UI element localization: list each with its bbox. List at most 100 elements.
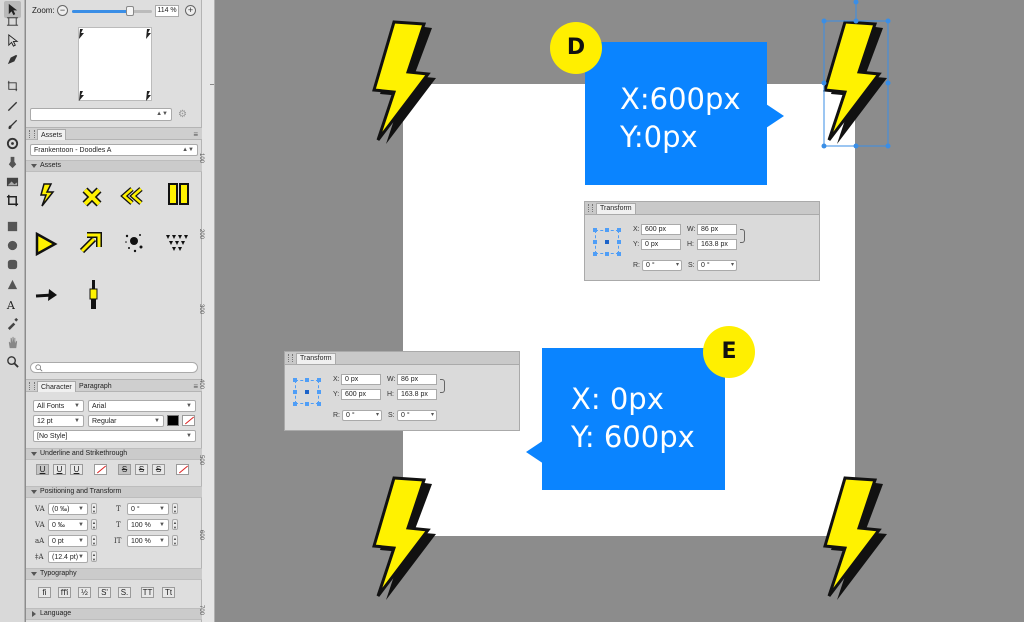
anchor-selector[interactable] bbox=[593, 228, 621, 256]
document-canvas[interactable]: X:600px Y:0px D X: 0px Y: 600px E Transf… bbox=[215, 0, 1024, 622]
positioning-section-header[interactable]: Positioning and Transform bbox=[26, 486, 202, 498]
strike-double-button[interactable]: S bbox=[135, 464, 148, 475]
crop-tool-icon[interactable] bbox=[4, 192, 21, 209]
baseline-stepper[interactable]: ▲▼ bbox=[91, 535, 97, 546]
asset-library-select[interactable]: Frankentoon - Doodles A▲▼ bbox=[30, 144, 198, 156]
eyedropper-tool-icon[interactable] bbox=[4, 315, 21, 332]
x-field[interactable]: 0 px bbox=[341, 374, 381, 385]
tab-paragraph[interactable]: Paragraph bbox=[79, 383, 112, 390]
horizontal-scale-field[interactable]: 100 %▼ bbox=[127, 519, 169, 531]
underline-custom-button[interactable]: U bbox=[70, 464, 83, 475]
tracking-stepper[interactable]: ▲▼ bbox=[91, 503, 97, 514]
zoom-out-button[interactable]: − bbox=[57, 5, 68, 16]
baseline-field[interactable]: 0 pt▼ bbox=[48, 535, 88, 547]
fill-tool-icon[interactable] bbox=[4, 135, 21, 152]
navigator-preview[interactable] bbox=[78, 27, 152, 101]
arrow-right-asset-icon[interactable] bbox=[34, 284, 58, 308]
rounded-rect-tool-icon[interactable] bbox=[4, 256, 21, 273]
brush-tool-icon[interactable] bbox=[4, 116, 21, 133]
rotation-stepper[interactable]: ▲▼ bbox=[172, 503, 178, 514]
bolt-asset-icon[interactable] bbox=[36, 183, 60, 207]
play-asset-icon[interactable] bbox=[34, 231, 58, 257]
gear-icon[interactable]: ⚙ bbox=[178, 109, 187, 120]
leading-field[interactable]: (12.4 pt)▼ bbox=[48, 551, 88, 563]
vector-crop-icon[interactable] bbox=[4, 78, 21, 95]
anchor-selector[interactable] bbox=[293, 378, 321, 406]
h-field[interactable]: 163.8 px bbox=[397, 389, 437, 400]
no-fill-swatch[interactable] bbox=[182, 415, 195, 426]
tracking-field[interactable]: (0 ‰)▼ bbox=[48, 503, 88, 515]
fraction-button[interactable]: ½ bbox=[78, 587, 91, 598]
font-family-select[interactable]: Arial▼ bbox=[88, 400, 196, 412]
selection-bounding-box[interactable] bbox=[819, 0, 893, 150]
font-style-select[interactable]: Regular▼ bbox=[88, 415, 164, 427]
arrow-up-right-asset-icon[interactable] bbox=[79, 231, 103, 255]
superscript-button[interactable]: S' bbox=[98, 587, 111, 598]
vertical-scale-stepper[interactable]: ▲▼ bbox=[172, 535, 178, 546]
ellipse-tool-icon[interactable] bbox=[4, 237, 21, 254]
zoom-slider-handle[interactable] bbox=[125, 6, 134, 16]
font-collection-select[interactable]: All Fonts▼ bbox=[33, 400, 84, 412]
double-chevron-asset-icon[interactable] bbox=[120, 184, 144, 208]
tab-transform[interactable]: Transform bbox=[596, 203, 636, 214]
audio-jack-asset-icon[interactable] bbox=[82, 280, 106, 309]
zoom-slider[interactable] bbox=[72, 6, 152, 16]
x-field[interactable]: 600 px bbox=[641, 224, 681, 235]
panel-grip-icon[interactable] bbox=[29, 130, 35, 138]
tab-assets[interactable]: Assets bbox=[37, 129, 67, 140]
move-tool-icon[interactable] bbox=[4, 1, 21, 18]
node-tool-icon[interactable] bbox=[4, 32, 21, 49]
triangle-tool-icon[interactable] bbox=[4, 276, 21, 293]
kerning-stepper[interactable]: ▲▼ bbox=[91, 519, 97, 530]
panel-grip-icon[interactable] bbox=[29, 382, 35, 390]
navigator-view-select[interactable]: ▲▼ bbox=[30, 108, 172, 121]
strike-colour-button[interactable] bbox=[176, 464, 189, 475]
splatter-asset-icon[interactable] bbox=[122, 230, 146, 254]
constrain-link-icon[interactable] bbox=[440, 379, 445, 393]
search-input[interactable] bbox=[30, 362, 198, 373]
small-caps-button[interactable]: Tt bbox=[162, 587, 175, 598]
rotation-field[interactable]: 0 °▼ bbox=[127, 503, 169, 515]
panel-grip-icon[interactable] bbox=[588, 204, 593, 212]
assets-section-header[interactable]: Assets bbox=[26, 160, 202, 172]
font-size-select[interactable]: 12 pt▼ bbox=[33, 415, 84, 427]
language-section-header[interactable]: Language bbox=[26, 608, 202, 620]
tab-character[interactable]: Character bbox=[37, 381, 76, 392]
strike-single-button[interactable]: S bbox=[118, 464, 131, 475]
pen-tool-icon[interactable] bbox=[4, 51, 21, 68]
panel-menu-icon[interactable]: ≡ bbox=[193, 382, 198, 391]
panel-menu-icon[interactable]: ≡ bbox=[193, 130, 198, 139]
constrain-link-icon[interactable] bbox=[740, 229, 745, 243]
kerning-field[interactable]: 0 ‰▼ bbox=[48, 519, 88, 531]
rotation-select[interactable]: 0 ° bbox=[342, 410, 382, 421]
gradient-tool-icon[interactable] bbox=[4, 154, 21, 171]
horizontal-scale-stepper[interactable]: ▲▼ bbox=[172, 519, 178, 530]
zoom-tool-icon[interactable] bbox=[4, 353, 21, 370]
underline-single-button[interactable]: U bbox=[36, 464, 49, 475]
text-tool-icon[interactable]: A bbox=[4, 296, 21, 313]
text-style-select[interactable]: [No Style]▼ bbox=[33, 430, 196, 442]
subscript-button[interactable]: S. bbox=[118, 587, 131, 598]
ligature-fi-button[interactable]: fi bbox=[38, 587, 51, 598]
w-field[interactable]: 86 px bbox=[397, 374, 437, 385]
underline-colour-button[interactable] bbox=[94, 464, 107, 475]
panel-grip-icon[interactable] bbox=[288, 354, 293, 362]
bolt-bottom-left[interactable] bbox=[372, 476, 438, 602]
place-image-icon[interactable] bbox=[4, 173, 21, 190]
underline-section-header[interactable]: Underline and Strikethrough bbox=[26, 448, 202, 460]
pencil-tool-icon[interactable] bbox=[4, 97, 21, 114]
bolt-top-right[interactable] bbox=[823, 20, 889, 146]
bolt-bottom-right[interactable] bbox=[823, 476, 889, 602]
leading-stepper[interactable]: ▲▼ bbox=[91, 551, 97, 562]
zoom-in-button[interactable]: + bbox=[185, 5, 196, 16]
ligature-ffi-button[interactable]: ﬃ bbox=[58, 587, 71, 598]
text-colour-swatch[interactable] bbox=[167, 415, 179, 426]
bolt-top-left[interactable] bbox=[372, 20, 438, 146]
w-field[interactable]: 86 px bbox=[697, 224, 737, 235]
y-field[interactable]: 0 px bbox=[641, 239, 681, 250]
tab-transform[interactable]: Transform bbox=[296, 353, 336, 364]
shear-select[interactable]: 0 ° bbox=[697, 260, 737, 271]
all-caps-button[interactable]: TT bbox=[141, 587, 154, 598]
rotation-select[interactable]: 0 ° bbox=[642, 260, 682, 271]
zoom-value-field[interactable]: 114 % bbox=[155, 5, 179, 17]
